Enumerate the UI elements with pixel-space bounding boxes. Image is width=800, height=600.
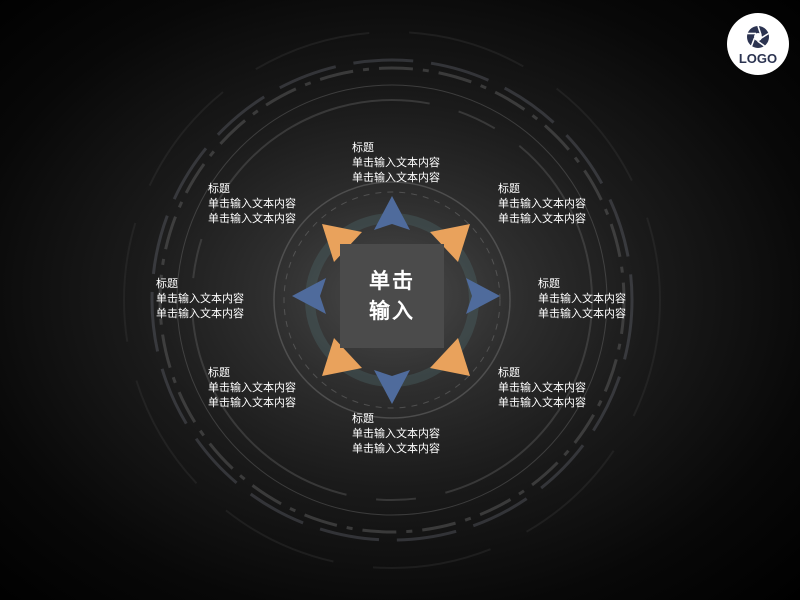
arrow-sw-orange (322, 338, 362, 376)
item-top[interactable]: 标题 单击输入文本内容 单击输入文本内容 (352, 140, 440, 185)
arrow-se-orange (430, 338, 470, 376)
middle-ring (191, 99, 593, 501)
item-text: 单击输入文本内容 (498, 197, 586, 210)
item-bottom-right[interactable]: 标题 单击输入文本内容 单击输入文本内容 (498, 365, 586, 410)
item-text: 单击输入文本内容 (208, 197, 296, 210)
item-text: 单击输入文本内容 (208, 212, 296, 225)
item-title: 标题 (352, 141, 374, 154)
item-title: 标题 (538, 277, 560, 290)
item-right[interactable]: 标题 单击输入文本内容 单击输入文本内容 (538, 276, 626, 321)
center-title[interactable]: 单击 输入 (340, 266, 444, 326)
item-text: 单击输入文本内容 (208, 381, 296, 394)
arrow-nw-orange (322, 224, 362, 262)
item-left[interactable]: 标题 单击输入文本内容 单击输入文本内容 (156, 276, 244, 321)
item-text: 单击输入文本内容 (498, 212, 586, 225)
arrow-south-blue (374, 370, 410, 404)
outer-thin-ring (176, 84, 608, 516)
item-top-left[interactable]: 标题 单击输入文本内容 单击输入文本内容 (208, 181, 296, 226)
item-text: 单击输入文本内容 (538, 307, 626, 320)
center-box (340, 244, 444, 348)
accent-arc-ring (150, 58, 634, 542)
item-text: 单击输入文本内容 (208, 396, 296, 409)
item-title: 标题 (156, 277, 178, 290)
item-text: 单击输入文本内容 (156, 307, 244, 320)
item-text: 单击输入文本内容 (352, 171, 440, 184)
faint-ring (123, 31, 661, 569)
item-text: 单击输入文本内容 (352, 442, 440, 455)
arrow-west-blue (292, 278, 326, 314)
arrow-east-blue (466, 278, 500, 314)
inner-dashed-ring (283, 191, 501, 409)
inner-ring (273, 181, 511, 419)
item-title: 标题 (498, 182, 520, 195)
item-title: 标题 (208, 366, 230, 379)
camera-aperture-icon: LOGO (739, 25, 777, 66)
arrow-ne-orange (430, 224, 470, 262)
item-top-right[interactable]: 标题 单击输入文本内容 单击输入文本内容 (498, 181, 586, 226)
item-text: 单击输入文本内容 (498, 381, 586, 394)
logo-text: LOGO (739, 51, 777, 66)
center-title-line1: 单击 (369, 269, 415, 293)
center-title-line2: 输入 (369, 299, 415, 323)
item-text: 单击输入文本内容 (498, 396, 586, 409)
item-bottom[interactable]: 标题 单击输入文本内容 单击输入文本内容 (352, 411, 440, 456)
item-title: 标题 (352, 412, 374, 425)
item-title: 标题 (208, 182, 230, 195)
outer-dashed-ring (158, 66, 626, 534)
item-text: 单击输入文本内容 (156, 292, 244, 305)
item-text: 单击输入文本内容 (352, 427, 440, 440)
item-text: 单击输入文本内容 (538, 292, 626, 305)
logo[interactable]: LOGO (727, 13, 789, 75)
item-bottom-left[interactable]: 标题 单击输入文本内容 单击输入文本内容 (208, 365, 296, 410)
item-title: 标题 (498, 366, 520, 379)
arrow-north-blue (374, 196, 410, 230)
item-text: 单击输入文本内容 (352, 156, 440, 169)
